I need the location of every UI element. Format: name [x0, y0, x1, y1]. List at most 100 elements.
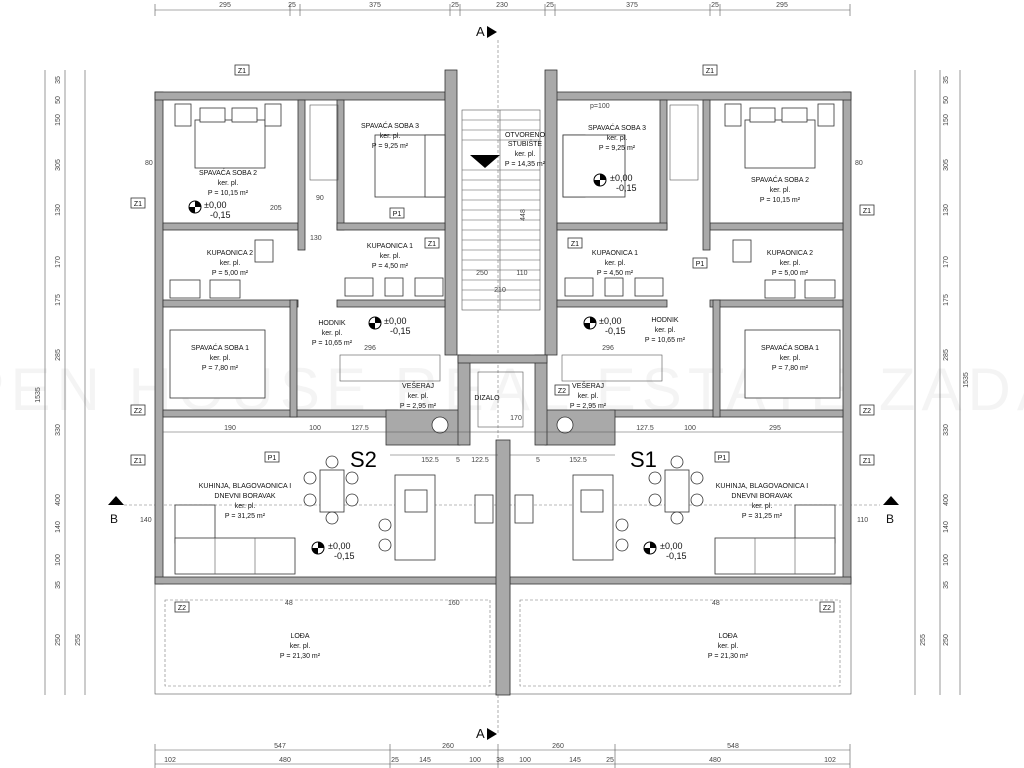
- s1-living-name: KUHINJA, BLAGOVAONICA I: [716, 483, 809, 490]
- level-mark-6-top: ±0,00: [660, 541, 682, 551]
- int-dim-5: 122.5: [471, 457, 489, 464]
- tag-z1-c: Z1: [134, 201, 142, 208]
- int-dim-10: 295: [769, 425, 781, 432]
- section-a-top-label: A: [476, 24, 485, 39]
- s2-bath-1-floor: ker. pl.: [380, 253, 401, 260]
- tag-p1-a: P1: [393, 211, 402, 218]
- left-total-dim: 1535: [35, 387, 42, 403]
- apartment-s1: SPAVAĆA SOBA 3 ker. pl. P = 9,25 m² SPAV…: [510, 103, 841, 660]
- tag-z1-e: Z1: [134, 458, 142, 465]
- lift-label: DIZALO: [474, 395, 500, 402]
- s1-bedroom-1-floor: ker. pl.: [780, 355, 801, 362]
- tag-z2-a: Z2: [134, 408, 142, 415]
- win-code-right-1: 80: [855, 160, 863, 167]
- top-dimension-line: 295 25 375 25 230 25 375 25 295: [154, 2, 851, 16]
- level-mark-2-top: ±0,00: [384, 316, 406, 326]
- level-mark-4-bottom: -0,15: [605, 326, 626, 336]
- left-dim-2: 150: [55, 114, 62, 126]
- right-dim-6: 175: [943, 294, 950, 306]
- left-dim-0: 35: [55, 76, 62, 84]
- level-mark-4-top: ±0,00: [599, 316, 621, 326]
- apartment-s2: SPAVAĆA SOBA 2 ker. pl. P = 10,15 m² SPA…: [169, 103, 498, 660]
- s1-bedroom-2-floor: ker. pl.: [770, 187, 791, 194]
- left-dim-14: 255: [75, 634, 82, 646]
- bottom-dim-2-0: 102: [164, 757, 176, 764]
- right-dim-4: 130: [943, 204, 950, 216]
- s2-bath-2-name: KUPAONICA 2: [207, 250, 253, 257]
- s2-bedroom-2-name: SPAVAĆA SOBA 2: [199, 168, 257, 177]
- s1-bath-1-area: P = 4,50 m²: [597, 270, 634, 277]
- right-dim-1: 50: [943, 96, 950, 104]
- s1-bedroom-2-area: P = 10,15 m²: [760, 197, 801, 204]
- tag-p1-c: P1: [696, 261, 705, 268]
- right-dim-11: 100: [943, 554, 950, 566]
- level-mark-1-bottom: -0,15: [210, 210, 231, 220]
- building-walls: [154, 69, 852, 696]
- bottom-dim-2-8: 25: [606, 757, 614, 764]
- s2-laundry-floor: ker. pl.: [408, 393, 429, 400]
- s2-laundry-area: P = 2,95 m²: [400, 403, 437, 410]
- s2-living-name-2: DNEVNI BORAVAK: [214, 493, 276, 500]
- right-dim-0: 35: [943, 76, 950, 84]
- top-dim-3: 25: [451, 2, 459, 9]
- s2-living-area: P = 31,25 m²: [225, 513, 266, 520]
- section-a-bottom-marker: A: [476, 726, 497, 741]
- win-code-mid-2: 48: [285, 600, 293, 607]
- unit-s2-label: S2: [350, 447, 377, 472]
- s1-laundry-floor: ker. pl.: [578, 393, 599, 400]
- s2-bedroom-3-floor: ker. pl.: [380, 133, 401, 140]
- wall-tags: Z1 Z1 Z1 Z1 Z1 Z1 Z1 Z1 Z2 Z2 Z2 Z2 Z2 P…: [130, 64, 875, 613]
- s1-bedroom-3-floor: ker. pl.: [607, 135, 628, 142]
- s2-bedroom-2-floor: ker. pl.: [218, 180, 239, 187]
- int-dim-9: 100: [684, 425, 696, 432]
- right-dimension-lines: 1535 35 50 150 305 130 170 175 285 330 4…: [914, 70, 970, 695]
- s1-bedroom-1-area: P = 7,80 m²: [772, 365, 809, 372]
- win-code-left-2: 90: [316, 195, 324, 202]
- left-dim-13: 250: [55, 634, 62, 646]
- s2-bath-2-area: P = 5,00 m²: [212, 270, 249, 277]
- tag-z2-d: Z2: [823, 605, 831, 612]
- s2-hall-area: P = 10,65 m²: [312, 340, 353, 347]
- bottom-dim-2-10: 102: [824, 757, 836, 764]
- right-dim-8: 330: [943, 424, 950, 436]
- section-b-left-marker: B: [108, 496, 880, 526]
- right-dim-3: 305: [943, 159, 950, 171]
- section-b-left-label: B: [110, 512, 118, 526]
- win-code-mid-5: 130: [310, 235, 322, 242]
- s1-loggia-area: P = 21,30 m²: [708, 653, 749, 660]
- bottom-dim-1-2: 260: [552, 743, 564, 750]
- section-a-bottom-label: A: [476, 726, 485, 741]
- s1-bath-2-floor: ker. pl.: [780, 260, 801, 267]
- s1-bath-2-area: P = 5,00 m²: [772, 270, 809, 277]
- interior-dimensions: 190 100 127.5 152.5 5 122.5 5 152.5 127.…: [163, 425, 843, 464]
- s1-bath-1-floor: ker. pl.: [605, 260, 626, 267]
- bottom-dim-1-1: 260: [442, 743, 454, 750]
- level-mark-3-bottom: -0,15: [616, 183, 637, 193]
- int-dim-7: 152.5: [569, 457, 587, 464]
- int-dim-6: 5: [536, 457, 540, 464]
- s2-laundry-name: VEŠERAJ: [402, 381, 434, 390]
- right-total-dim: 1535: [963, 372, 970, 388]
- top-dim-0: 295: [219, 2, 231, 9]
- win-code-left-1: 80: [145, 160, 153, 167]
- s2-loggia-name: LOĐA: [290, 633, 309, 640]
- top-dim-4: 230: [496, 2, 508, 9]
- left-dim-9: 400: [55, 494, 62, 506]
- tag-p1-b: P1: [268, 455, 277, 462]
- s2-bedroom-1-area: P = 7,80 m²: [202, 365, 239, 372]
- s2-bath-1-name: KUPAONICA 1: [367, 243, 413, 250]
- top-dim-2: 375: [369, 2, 381, 9]
- s1-living-name-2: DNEVNI BORAVAK: [731, 493, 793, 500]
- s2-bath-2-floor: ker. pl.: [220, 260, 241, 267]
- tag-z1-d: Z1: [863, 208, 871, 215]
- bottom-dim-2-7: 145: [569, 757, 581, 764]
- left-dim-3: 305: [55, 159, 62, 171]
- int-dim-0: 190: [224, 425, 236, 432]
- stair-floor: ker. pl.: [515, 151, 536, 158]
- stair-dim-448: 448: [520, 209, 527, 221]
- stair-dim-110: 110: [516, 270, 527, 277]
- tag-z1-g: Z1: [428, 241, 436, 248]
- s1-bedroom-3-area: P = 9,25 m²: [599, 145, 636, 152]
- s1-loggia-name: LOĐA: [718, 633, 737, 640]
- stair-treads: [461, 109, 541, 311]
